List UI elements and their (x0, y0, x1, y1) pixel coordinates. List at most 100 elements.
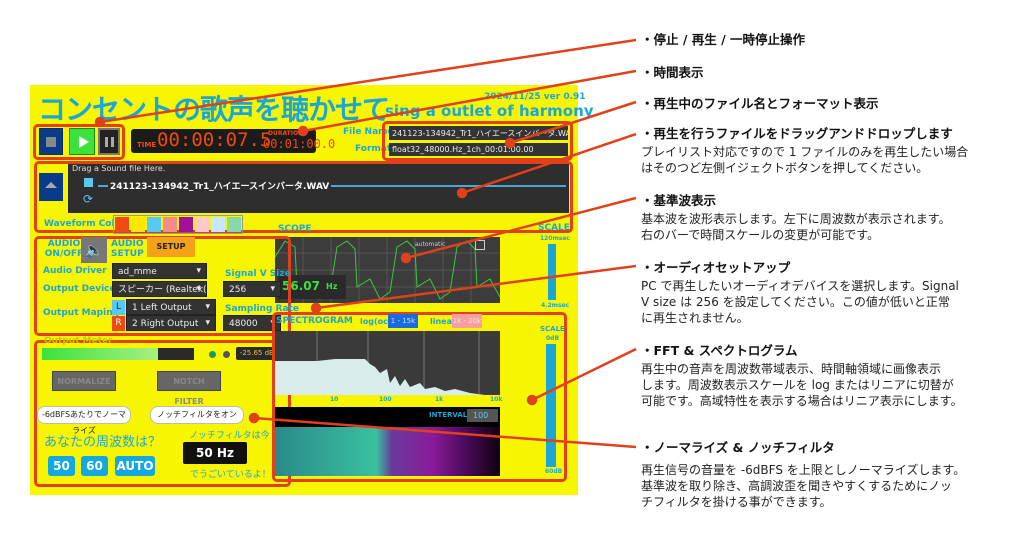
play-button[interactable] (69, 128, 95, 155)
right-output-select[interactable]: 2 Right Output (126, 315, 216, 331)
notch-filter-button[interactable]: NOTCH FILTER (157, 371, 221, 406)
annotation-body: プレイリスト対応ですので 1 ファイルのみを再生したい場合はそのつど左側イジェク… (641, 145, 969, 175)
normalize-button[interactable]: NORMALIZE (52, 371, 116, 391)
color-swatch[interactable] (195, 217, 209, 232)
stop-button[interactable] (39, 128, 63, 155)
frequency-button-60[interactable]: 60 (81, 456, 108, 476)
audio-driver-select[interactable]: ad_mme (112, 263, 207, 279)
annotation-title: ・再生中のファイル名とフォーマット表示 (641, 96, 879, 111)
annotation-note: ・再生中のファイル名とフォーマット表示 (641, 93, 879, 112)
fft-axis-tick: 10k (490, 396, 503, 403)
notch-now-label: ノッチフィルタは今 (189, 431, 270, 441)
color-swatch[interactable] (179, 217, 193, 232)
linear-scale-label: linear (430, 317, 456, 326)
transport-group (33, 124, 125, 160)
audio-setup-label: AUDIO SETUP (111, 239, 144, 259)
time-value: 00:00:07.5 (157, 129, 272, 151)
scope-scale-bottom: 4.2msec (541, 302, 570, 309)
annotation-body: 基本波を波形表示します。左下に周波数が表示されます。右のバーで時間スケールの変更… (641, 212, 951, 242)
meter-led (209, 351, 216, 358)
annotation-note: ・時間表示 (641, 62, 704, 81)
left-channel-tag: L (112, 300, 125, 315)
version: 2024/11/25 ver 0.91 (484, 92, 586, 102)
file-name-value: 241123-134942_Tr1_ハイエースインバータ.WAV (389, 126, 568, 140)
fft-spectrum (275, 331, 485, 395)
frequency-unit: Hz (326, 282, 338, 291)
annotation-title: ・停止 / 再生 / 一時停止操作 (641, 32, 806, 47)
format-value: float32_48000.Hz_1ch_00:01:00.00 (389, 143, 568, 156)
annotation-title: ・オーディオセットアップ (641, 260, 791, 275)
annotation-note: ・再生を行うファイルをドラッグアンドドロップしますプレイリスト対応ですので 1 … (641, 123, 968, 176)
annotation-title: ・基準波表示 (641, 193, 717, 208)
scope-scale-slider[interactable] (548, 244, 556, 300)
meter-led (223, 351, 230, 358)
spectrogram-scale-top: 0dB (546, 335, 560, 342)
color-swatch[interactable] (227, 217, 241, 232)
annotation-note: ・基準波表示基本波を波形表示します。左下に周波数が表示されます。右のバーで時間ス… (641, 190, 951, 243)
sampling-rate-label: Sampling Rate (225, 304, 299, 314)
eject-button[interactable] (39, 173, 63, 201)
waveform-color-label: Waveform Color (44, 219, 126, 229)
fft-axis-tick: 100 (379, 396, 392, 403)
annotation-note: ・停止 / 再生 / 一時停止操作 (641, 29, 805, 48)
waveform-swatches (113, 215, 243, 234)
annotation-body: 再生中の音声を周波数帯域表示、時間軸領域に画像表示します。周波数表示スケールを … (641, 362, 963, 408)
signal-vsize-select[interactable]: 256 (223, 281, 281, 297)
scope-display: automatic 56.07 Hz (275, 237, 500, 303)
annotation-note: ・ノーマライズ & ノッチフィルタ再生信号の音量を -6dBFS を上限としノー… (641, 437, 965, 510)
interval-input[interactable]: 100 (467, 409, 498, 422)
spectrogram-scale-label: SCALE (540, 325, 565, 333)
annotation-title: ・再生を行うファイルをドラッグアンドドロップします (641, 126, 953, 141)
color-swatch[interactable] (211, 217, 225, 232)
log-scale-button[interactable]: 1 - 15k (388, 314, 418, 328)
color-swatch[interactable] (163, 217, 177, 232)
scope-scale-top: 120msec (540, 235, 570, 242)
frequency-value: 56.07 (282, 279, 320, 293)
fft-display (275, 331, 500, 395)
scope-scale-label: SCALE (538, 223, 570, 233)
setup-button[interactable]: SETUP (147, 237, 195, 257)
duration-value: 00:01:00.0 (263, 137, 336, 151)
fullscreen-icon[interactable] (475, 240, 485, 250)
audio-driver-label: Audio Driver (43, 266, 107, 276)
playlist-progress (98, 185, 566, 187)
spectrogram-empty-area (275, 407, 500, 427)
drop-group (34, 161, 573, 233)
frequency-button-auto[interactable]: AUTO (115, 456, 155, 476)
annotation-note: ・オーディオセットアップ PC で再生したいオーディオデバイスを選択します。Sig… (641, 257, 959, 326)
spectrogram-display: INTERVAL 100 (275, 407, 500, 476)
speaker-toggle[interactable]: 🔈 (81, 237, 107, 263)
right-channel-tag: R (112, 316, 125, 331)
drop-hint: Drag a Sound file Here. (72, 164, 166, 173)
eject-icon (45, 182, 57, 188)
audio-onoff-label: AUDIO ON/OFF (44, 239, 84, 259)
annotation-title: ・FFT & スペクトログラム (641, 343, 798, 358)
play-icon (79, 136, 89, 148)
color-swatch[interactable] (147, 217, 161, 232)
output-meter (42, 348, 194, 360)
notch-frequency-value: 50 Hz (183, 442, 247, 464)
spectrogram-scale-slider[interactable] (546, 344, 556, 467)
pause-button[interactable] (98, 128, 120, 155)
spectrogram-label: SPECTROGRAM (276, 316, 353, 326)
output-device-label: Output Device (43, 284, 116, 294)
color-swatch[interactable] (131, 217, 145, 232)
file-name-label: File Name (343, 127, 394, 137)
frequency-button-50[interactable]: 50 (48, 456, 75, 476)
spectrogram-scale-bottom: 60dB (545, 468, 563, 475)
notch-tooltip: ノッチフィルタをオン (150, 406, 244, 424)
format-label: Format (355, 144, 392, 154)
file-info-group (382, 121, 573, 161)
output-device-select[interactable]: スピーカー (Realtek(R) ... (112, 281, 207, 297)
linear-scale-button[interactable]: 1k - 20k (452, 314, 482, 328)
output-mapping-label: Output Maping (43, 308, 120, 318)
annotation-title: ・ノーマライズ & ノッチフィルタ (641, 440, 835, 455)
color-swatch[interactable] (115, 217, 129, 232)
loop-icon[interactable]: ⟳ (83, 192, 94, 206)
scope-mode-select[interactable]: automatic (415, 241, 446, 248)
playlist-item[interactable]: 241123-134942_Tr1_ハイエースインバータ.WAV (108, 179, 332, 192)
drop-zone[interactable]: Drag a Sound file Here. ⟳ 241123-134942_… (68, 164, 569, 213)
scope-label: SCOPE (278, 224, 312, 234)
